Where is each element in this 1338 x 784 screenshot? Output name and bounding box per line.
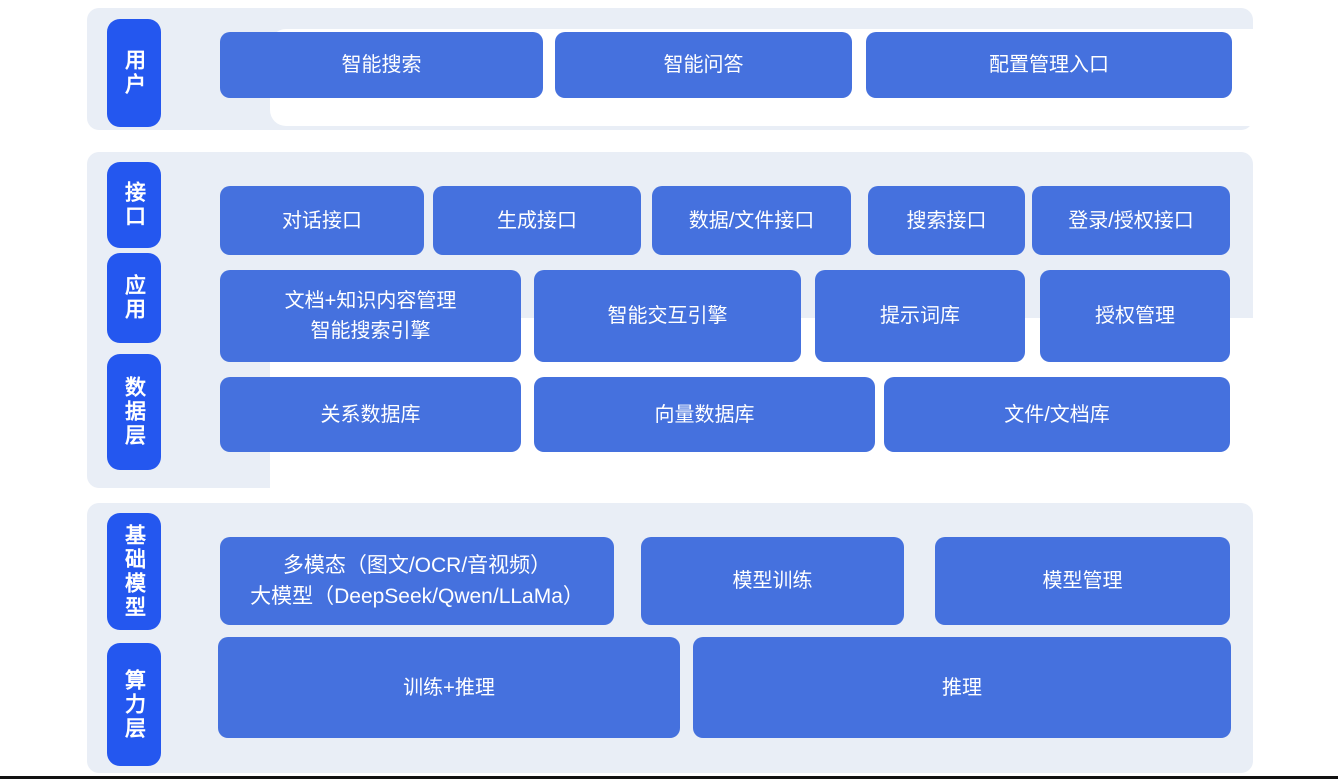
box-multimodal-large-model: 多模态（图文/OCR/音视频） 大模型（DeepSeek/Qwen/LLaMa） <box>220 537 614 625</box>
box-smart-search: 智能搜索 <box>220 32 543 98</box>
tab-base-model-layer: 基础模型 <box>107 513 161 630</box>
box-data-file-api: 数据/文件接口 <box>652 186 851 255</box>
tab-user-layer: 用户 <box>107 19 161 127</box>
box-generation-api: 生成接口 <box>433 186 641 255</box>
box-file-document-store: 文件/文档库 <box>884 377 1230 452</box>
box-doc-knowledge-line1: 文档+知识内容管理 <box>284 290 457 312</box>
tab-application-layer: 应用 <box>107 253 161 343</box>
box-prompt-library: 提示词库 <box>815 270 1025 362</box>
box-search-api: 搜索接口 <box>868 186 1025 255</box>
tab-interface-layer: 接口 <box>107 162 161 248</box>
box-model-training: 模型训练 <box>641 537 904 625</box>
box-model-management: 模型管理 <box>935 537 1230 625</box>
box-vector-database: 向量数据库 <box>534 377 875 452</box>
box-relational-database: 关系数据库 <box>220 377 521 452</box>
box-multimodal-line1: 多模态（图文/OCR/音视频） <box>282 553 552 577</box>
box-dialog-api: 对话接口 <box>220 186 424 255</box>
box-inference: 推理 <box>693 637 1231 738</box>
tab-compute-layer: 算力层 <box>107 643 161 766</box>
box-login-auth-api: 登录/授权接口 <box>1032 186 1230 255</box>
box-smart-interaction-engine: 智能交互引擎 <box>534 270 801 362</box>
box-doc-knowledge-line2: 智能搜索引擎 <box>310 320 431 342</box>
box-smart-qa: 智能问答 <box>555 32 852 98</box>
box-doc-knowledge-search-engine: 文档+知识内容管理 智能搜索引擎 <box>220 270 521 362</box>
box-multimodal-line2: 大模型（DeepSeek/Qwen/LLaMa） <box>250 585 584 608</box>
bottom-border-line <box>0 776 1338 779</box>
box-config-management-entry: 配置管理入口 <box>866 32 1232 98</box>
tab-data-layer: 数据层 <box>107 354 161 470</box>
box-training-plus-inference: 训练+推理 <box>218 637 680 738</box>
box-authorization-management: 授权管理 <box>1040 270 1230 362</box>
